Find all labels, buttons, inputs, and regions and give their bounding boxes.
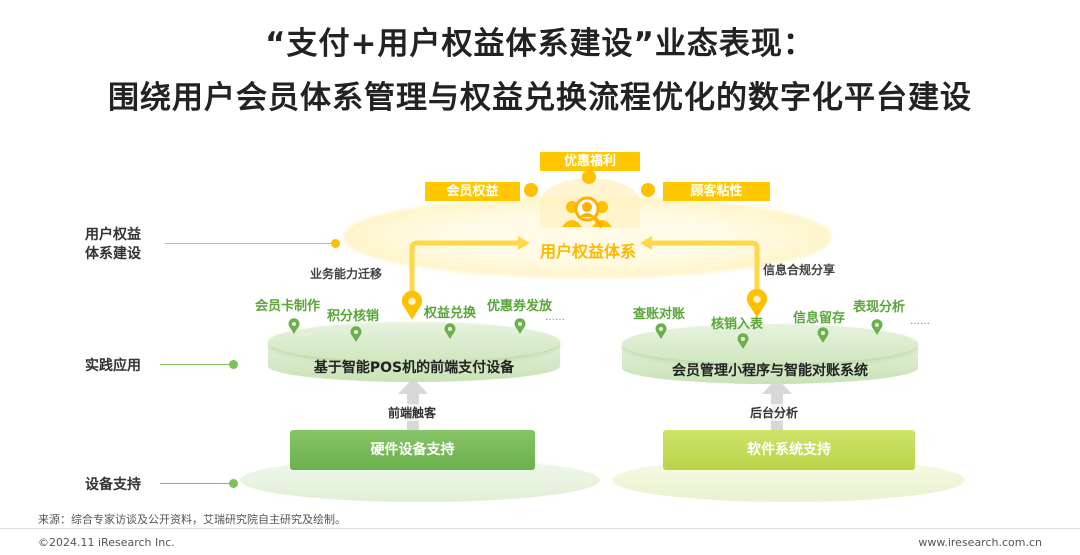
label-user-rights: 用户权益体系建设 <box>85 226 141 264</box>
connector-line <box>160 483 232 484</box>
software-support-bar: 软件系统支持 <box>663 430 915 470</box>
connector-dot <box>331 239 340 248</box>
connector-dot <box>229 479 238 488</box>
connector-line <box>160 364 232 365</box>
pin-label: 会员卡制作 <box>255 299 321 314</box>
badge-discount: 优惠福利 <box>540 152 640 171</box>
pin-label: 优惠券发放 <box>487 299 553 314</box>
title-line-2: 围绕用户会员体系管理与权益兑换流程优化的数字化平台建设 <box>108 80 972 116</box>
pin-label: 查账对账 <box>633 307 686 322</box>
badge-stickiness: 顾客粘性 <box>663 182 770 201</box>
arrow-label-right: 信息合规分享 <box>763 263 836 277</box>
up-label-right: 后台分析 <box>750 404 799 421</box>
location-pin-highlight-icon <box>746 288 768 318</box>
dot <box>641 183 655 197</box>
left-platform-title: 基于智能POS机的前端支付设备 <box>313 360 515 376</box>
pin-label: 信息留存 <box>793 311 846 326</box>
dot <box>524 183 538 197</box>
location-pin-icon <box>737 333 749 349</box>
pin-label: 表现分析 <box>853 300 906 315</box>
copyright: ©2024.11 iResearch Inc. <box>38 536 175 549</box>
location-pin-icon <box>444 323 456 339</box>
more-ellipsis: …… <box>545 312 565 323</box>
location-pin-icon <box>514 318 526 334</box>
dot <box>582 170 596 184</box>
badge-member-rights: 会员权益 <box>425 182 520 201</box>
location-pin-icon <box>871 319 883 335</box>
location-pin-icon <box>655 323 667 339</box>
footer-divider <box>0 528 1080 529</box>
website-url: www.iresearch.com.cn <box>918 536 1042 549</box>
location-pin-highlight-icon <box>401 290 423 320</box>
left-platform-top <box>268 322 560 362</box>
right-platform-top <box>622 324 918 364</box>
user-search-icon <box>562 196 612 229</box>
label-line: 体系建设 <box>85 246 141 262</box>
hardware-support-bar: 硬件设备支持 <box>290 430 535 470</box>
pin-label: 权益兑换 <box>424 306 477 321</box>
connector-dot <box>229 360 238 369</box>
user-rights-center-label: 用户权益体系 <box>539 242 636 261</box>
pin-label: 积分核销 <box>327 309 380 324</box>
source-note: 来源：综合专家访谈及公开资料，艾瑞研究院自主研究及绘制。 <box>38 513 346 526</box>
connector-line <box>165 243 335 244</box>
pin-label: 核销入表 <box>711 317 764 332</box>
label-device: 设备支持 <box>85 477 141 493</box>
label-practice: 实践应用 <box>85 358 141 374</box>
arrow-label-left: 业务能力迁移 <box>310 267 383 281</box>
label-line: 用户权益 <box>85 227 141 243</box>
location-pin-icon <box>350 326 362 342</box>
flow-arrows <box>409 236 760 300</box>
location-pin-icon <box>288 318 300 334</box>
up-label-left: 前端触客 <box>388 404 437 421</box>
title-line-1: “支付+用户权益体系建设”业态表现： <box>265 26 815 62</box>
location-pin-icon <box>817 327 829 343</box>
right-platform-title: 会员管理小程序与智能对账系统 <box>672 363 868 379</box>
more-ellipsis: …… <box>910 316 930 327</box>
